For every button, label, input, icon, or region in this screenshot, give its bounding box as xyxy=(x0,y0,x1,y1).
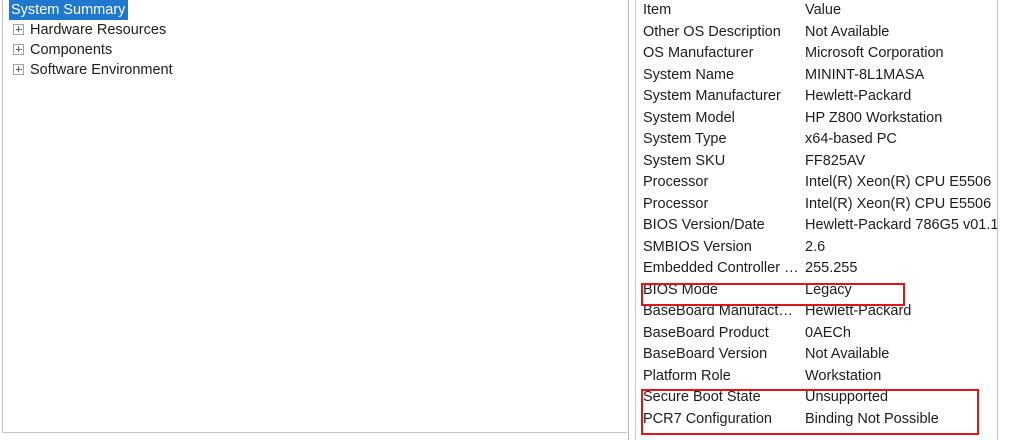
row-item-label: PCR7 Configuration xyxy=(643,410,772,427)
row-item-label: BIOS Mode xyxy=(643,281,718,298)
row-item-label: OS Manufacturer xyxy=(643,45,754,61)
list-row[interactable]: System Model HP Z800 Workstation xyxy=(636,108,997,130)
row-item-label: SMBIOS Version xyxy=(643,238,752,255)
list-row-secure-boot-state[interactable]: Secure Boot State Unsupported xyxy=(636,387,997,409)
row-item-label: BIOS Version/Date xyxy=(643,217,765,233)
row-value-label: Workstation xyxy=(805,367,882,384)
row-value-label: Hewlett-Packard 786G5 v01.17, 8/ xyxy=(805,217,998,233)
list-row-pcr7-configuration[interactable]: PCR7 Configuration Binding Not Possible xyxy=(636,409,997,431)
list-header-row: Item Value xyxy=(636,0,997,22)
row-value-label: Legacy xyxy=(805,281,852,298)
pane-splitter[interactable] xyxy=(628,0,636,440)
row-item-label: Platform Role xyxy=(643,367,731,384)
column-header-value[interactable]: Value xyxy=(805,2,842,18)
tree-item-hardware-resources-label: Hardware Resources xyxy=(30,22,167,38)
list-row[interactable]: Other OS Description Not Available xyxy=(636,22,997,44)
row-item-label: BaseBoard Version xyxy=(643,346,768,362)
row-item-label: BaseBoard Product xyxy=(643,324,769,341)
list-row[interactable]: System SKU FF825AV xyxy=(636,151,997,173)
list-row[interactable]: SMBIOS Version 2.6 xyxy=(636,237,997,259)
list-row[interactable]: System Manufacturer Hewlett-Packard xyxy=(636,86,997,108)
row-value-label: Not Available xyxy=(805,23,890,40)
row-value-label: Intel(R) Xeon(R) CPU E5506 xyxy=(805,195,992,212)
row-value-label: 255.255 xyxy=(805,260,858,276)
plus-expander-icon[interactable] xyxy=(13,20,30,40)
row-value-label: Hewlett-Packard xyxy=(805,88,912,104)
plus-expander-icon[interactable] xyxy=(13,40,30,60)
tree-item-system-summary[interactable]: System Summary xyxy=(3,0,627,20)
row-item-label: Processor xyxy=(643,195,709,212)
list-row[interactable]: Embedded Controller V… 255.255 xyxy=(636,258,997,280)
row-value-label: Binding Not Possible xyxy=(805,410,939,427)
list-row[interactable]: BIOS Version/Date Hewlett-Packard 786G5 … xyxy=(636,215,997,237)
row-value-label: Unsupported xyxy=(805,389,889,405)
list-row[interactable]: BaseBoard Manufacturer Hewlett-Packard xyxy=(636,301,997,323)
list-row[interactable]: Processor Intel(R) Xeon(R) CPU E5506 xyxy=(636,172,997,194)
tree-item-components-label: Components xyxy=(30,42,113,58)
tree-item-software-environment-label: Software Environment xyxy=(30,62,173,78)
row-value-label: Not Available xyxy=(805,346,890,362)
list-row[interactable]: System Name MININT-8L1MASA xyxy=(636,65,997,87)
row-item-label: System Name xyxy=(643,66,735,83)
row-value-label: MININT-8L1MASA xyxy=(805,66,925,83)
system-summary-tree[interactable]: System Summary Hardware Resources Compon… xyxy=(2,0,627,433)
row-item-label: System Model xyxy=(643,109,735,126)
tree-item-system-summary-label: System Summary xyxy=(9,0,129,20)
row-value-label: Intel(R) Xeon(R) CPU E5506 xyxy=(805,174,992,190)
tree-item-hardware-resources[interactable]: Hardware Resources xyxy=(3,20,627,40)
row-value-label: FF825AV xyxy=(805,152,866,169)
row-item-label: Embedded Controller V… xyxy=(643,260,799,276)
list-row-bios-mode[interactable]: BIOS Mode Legacy xyxy=(636,280,997,302)
row-item-label: System SKU xyxy=(643,152,726,169)
tree-item-software-environment[interactable]: Software Environment xyxy=(3,60,627,80)
list-row[interactable]: OS Manufacturer Microsoft Corporation xyxy=(636,43,997,65)
list-row[interactable]: BaseBoard Product 0AECh xyxy=(636,323,997,345)
row-item-label: Other OS Description xyxy=(643,23,781,40)
plus-expander-icon[interactable] xyxy=(13,60,30,80)
row-value-label: Microsoft Corporation xyxy=(805,45,944,61)
row-item-label: Secure Boot State xyxy=(643,389,761,405)
list-row[interactable]: System Type x64-based PC xyxy=(636,129,997,151)
row-value-label: 2.6 xyxy=(805,238,826,255)
system-summary-details-list[interactable]: Item Value Other OS Description Not Avai… xyxy=(636,0,998,440)
list-row[interactable]: Processor Intel(R) Xeon(R) CPU E5506 xyxy=(636,194,997,216)
row-value-label: HP Z800 Workstation xyxy=(805,109,943,126)
row-item-label: System Type xyxy=(643,131,727,147)
tree-item-components[interactable]: Components xyxy=(3,40,627,60)
list-row[interactable]: Platform Role Workstation xyxy=(636,366,997,388)
row-value-label: x64-based PC xyxy=(805,131,897,147)
column-header-item[interactable]: Item xyxy=(643,2,672,18)
row-value-label: Hewlett-Packard xyxy=(805,303,912,319)
row-item-label: Processor xyxy=(643,174,709,190)
row-value-label: 0AECh xyxy=(805,324,851,341)
row-item-label: System Manufacturer xyxy=(643,88,781,104)
list-row[interactable]: BaseBoard Version Not Available xyxy=(636,344,997,366)
row-item-label: BaseBoard Manufacturer xyxy=(643,303,799,319)
